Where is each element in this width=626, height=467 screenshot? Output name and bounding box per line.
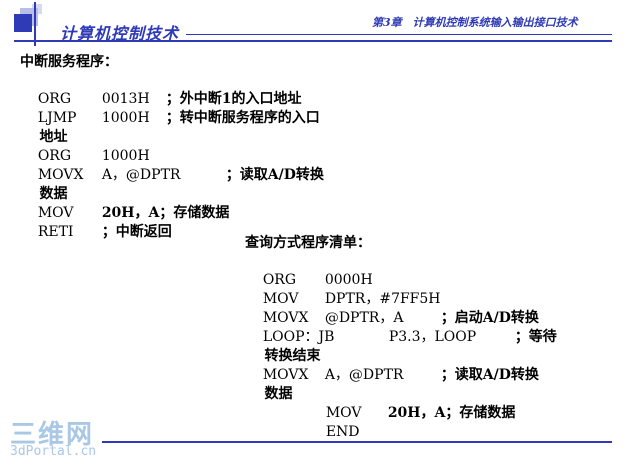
footer-divider xyxy=(102,441,612,443)
code-arg: 1000H xyxy=(101,110,150,126)
logo-vertical-line xyxy=(34,2,36,46)
code-continuation: 地址 xyxy=(39,129,68,145)
page-title: 计算机控制技术 xyxy=(60,24,180,43)
code-continuation: 转换结束 xyxy=(264,348,321,364)
chapter-title: 第3章 计算机控制系统输入输出接口技术 xyxy=(372,16,578,29)
interrupt-routine-heading: 中断服务程序： xyxy=(20,54,118,70)
code-op: MOV xyxy=(325,405,362,421)
code-op: ORG xyxy=(37,148,72,164)
code-line: MOVX A，@DPTR ；读取A/D转换 xyxy=(20,148,324,183)
code-op: RETI xyxy=(37,224,74,240)
code-comment: ；等待 xyxy=(514,329,557,345)
code-arg: 20H，A；存储数据 xyxy=(387,405,516,421)
code-comment: ；外中断1的入口地址 xyxy=(165,91,302,107)
code-op: MOVX xyxy=(37,167,84,183)
watermark-logo-text: 三维网 xyxy=(10,420,95,450)
code-line: ORG 0013H ；外中断1的入口地址 xyxy=(20,72,302,107)
polling-program-heading: 查询方式程序清单： xyxy=(245,235,371,251)
code-line: 转换结束 xyxy=(245,329,321,364)
code-op: LJMP xyxy=(37,110,77,126)
site-watermark: 三维网 3dPortal.cn xyxy=(4,414,100,464)
code-op: ORG xyxy=(262,272,297,288)
code-comment: ；启动A/D转换 xyxy=(440,310,539,326)
code-arg: 0013H xyxy=(101,91,150,107)
code-line: LOOP：JB P3.3，LOOP ；等待 xyxy=(245,310,557,345)
code-line: RETI ；中断返回 xyxy=(20,205,172,240)
code-arg: P3.3，LOOP xyxy=(388,329,477,345)
code-line: MOV 20H，A；存储数据 xyxy=(308,386,516,421)
code-comment: ；读取A/D转换 xyxy=(225,167,324,183)
watermark-url: 3dPortal.cn xyxy=(10,444,97,459)
code-op: MOV xyxy=(37,205,74,221)
code-comment: ；读取A/D转换 xyxy=(440,367,539,383)
code-arg: 20H，A；存储数据 xyxy=(101,205,230,221)
code-line: MOV DPTR，#7FF5H xyxy=(245,272,441,307)
code-line: ORG 0000H xyxy=(245,253,373,288)
code-line: ORG 1000H xyxy=(20,129,150,164)
code-op: MOV xyxy=(262,291,299,307)
code-comment: ；中断返回 xyxy=(101,224,172,240)
code-arg: A，@DPTR xyxy=(101,167,181,183)
code-comment: ；转中断服务程序的入口 xyxy=(165,110,320,126)
code-continuation: 数据 xyxy=(39,186,68,202)
code-op: END xyxy=(325,424,360,440)
code-op: MOVX xyxy=(262,310,309,326)
code-arg: 1000H xyxy=(101,148,150,164)
code-line: LJMP 1000H ；转中断服务程序的入口 xyxy=(20,91,320,126)
header-sub-divider xyxy=(186,34,612,35)
code-line: 数据 xyxy=(20,167,68,202)
code-line: END xyxy=(308,405,360,440)
code-arg: A，@DPTR xyxy=(324,367,404,383)
code-op: LOOP：JB xyxy=(262,329,335,345)
code-arg: @DPTR，A xyxy=(324,310,404,326)
code-line: MOVX @DPTR，A ；启动A/D转换 xyxy=(245,291,539,326)
code-continuation: 数据 xyxy=(264,386,293,402)
code-op: ORG xyxy=(37,91,72,107)
code-line: MOV 20H，A；存储数据 xyxy=(20,186,230,221)
logo-square-front xyxy=(14,14,32,32)
code-op: MOVX xyxy=(262,367,309,383)
code-line: 数据 xyxy=(245,367,293,402)
header-divider xyxy=(14,40,612,42)
code-line: MOVX A，@DPTR ；读取A/D转换 xyxy=(245,348,539,383)
code-line: 地址 xyxy=(20,110,68,145)
code-arg: DPTR，#7FF5H xyxy=(324,291,441,307)
code-arg: 0000H xyxy=(324,272,373,288)
